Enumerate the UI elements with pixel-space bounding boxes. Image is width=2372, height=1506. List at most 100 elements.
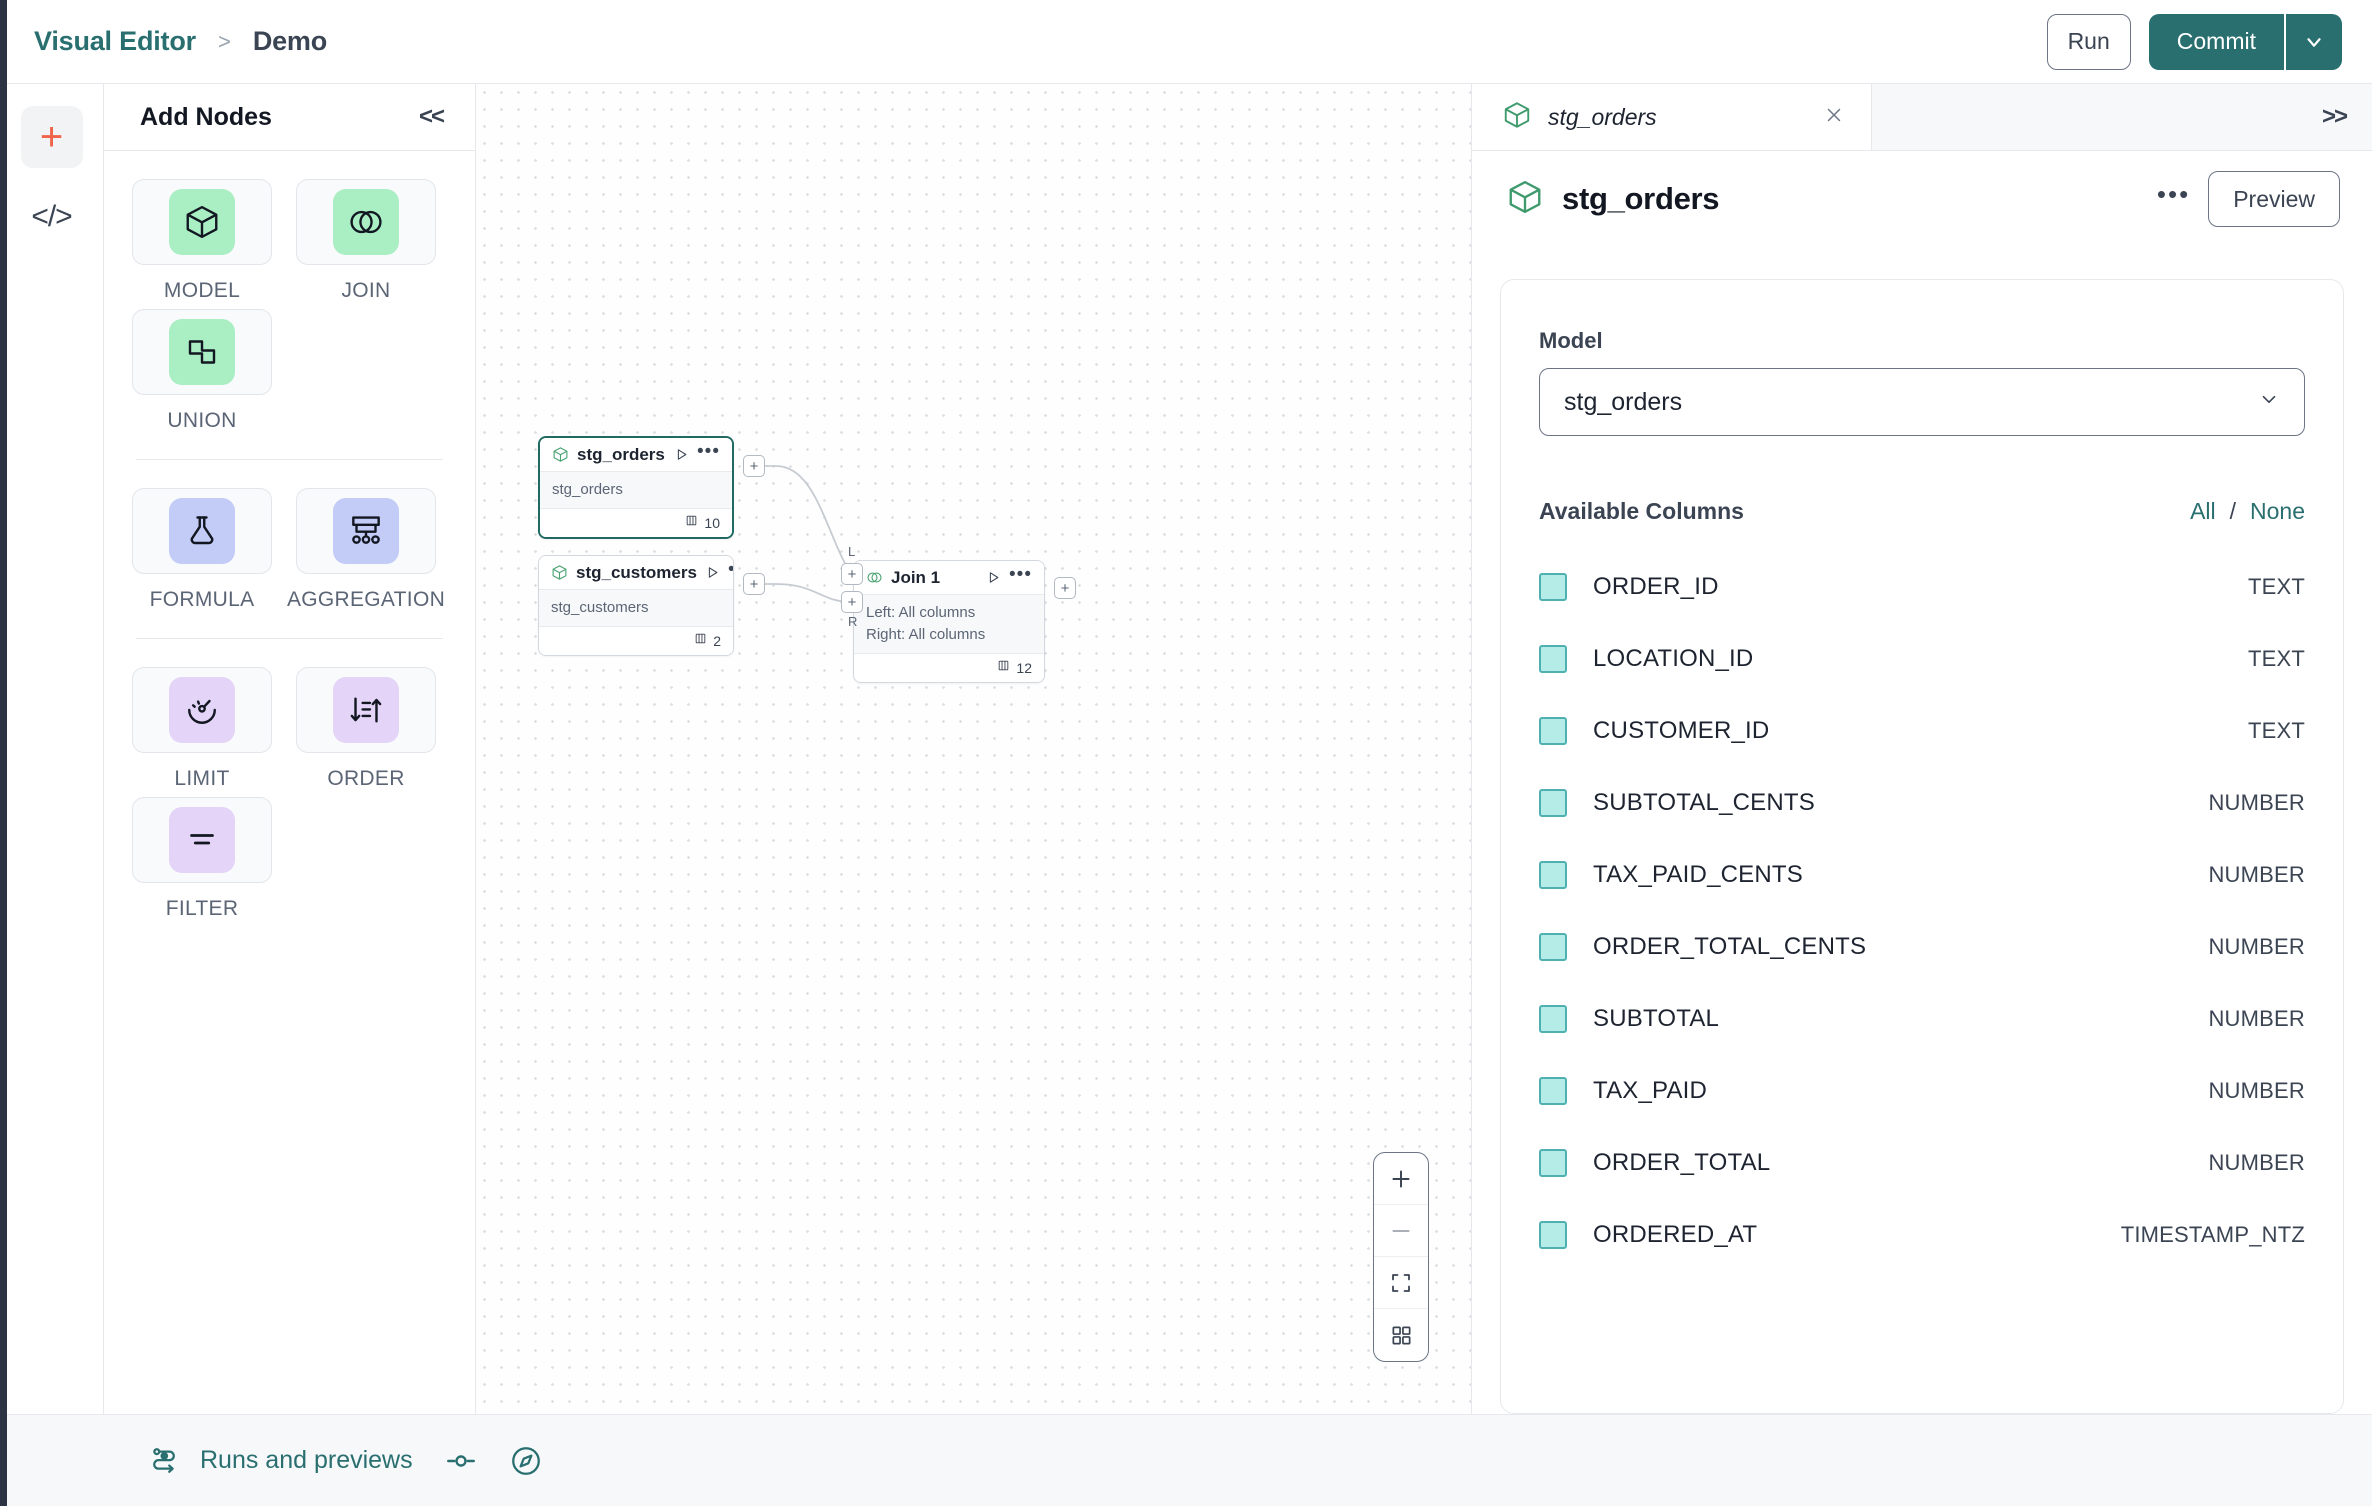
commit-button[interactable]: Commit (2148, 13, 2284, 70)
chevron-down-icon[interactable] (2284, 13, 2342, 70)
node-output-port-stg-orders[interactable]: + (743, 455, 765, 477)
minimap-icon[interactable] (1374, 1309, 1428, 1361)
cube-icon (552, 446, 569, 463)
select-none-link[interactable]: None (2250, 498, 2305, 524)
play-icon[interactable] (674, 447, 689, 462)
node-tile-filter[interactable] (132, 797, 272, 883)
play-icon[interactable] (986, 570, 1001, 585)
node-tile-aggregation[interactable] (296, 488, 436, 574)
canvas-node-stg-customers[interactable]: stg_customers ••• stg_customers 2 (538, 555, 734, 656)
preview-button[interactable]: Preview (2208, 171, 2340, 227)
canvas-node-join-1[interactable]: Join 1 ••• Left: All columns Right: All … (853, 560, 1045, 683)
column-row[interactable]: LOCATION_ID TEXT (1539, 623, 2305, 695)
columns-icon (685, 514, 698, 532)
column-row[interactable]: SUBTOTAL NUMBER (1539, 983, 2305, 1055)
nodes-divider-2 (136, 638, 443, 639)
column-checkbox[interactable] (1539, 573, 1567, 601)
ellipsis-icon[interactable]: ••• (728, 560, 733, 581)
run-button[interactable]: Run (2046, 13, 2131, 70)
column-row[interactable]: TAX_PAID_CENTS NUMBER (1539, 839, 2305, 911)
column-row[interactable]: TAX_PAID NUMBER (1539, 1055, 2305, 1127)
nodes-divider-1 (136, 459, 443, 460)
sort-icon (333, 677, 399, 743)
ellipsis-icon[interactable]: ••• (2156, 179, 2191, 209)
model-select[interactable]: stg_orders (1539, 368, 2305, 436)
column-checkbox[interactable] (1539, 1149, 1567, 1177)
node-item-limit[interactable]: LIMIT (132, 667, 272, 791)
canvas-node-stg-orders[interactable]: stg_orders ••• stg_orders 10 (538, 436, 734, 539)
aggregation-icon (333, 498, 399, 564)
column-type: NUMBER (2208, 1006, 2305, 1031)
column-checkbox[interactable] (1539, 1221, 1567, 1249)
limit-icon (169, 677, 235, 743)
node-tile-limit[interactable] (132, 667, 272, 753)
column-row[interactable]: SUBTOTAL_CENTS NUMBER (1539, 767, 2305, 839)
column-checkbox[interactable] (1539, 1077, 1567, 1105)
column-checkbox[interactable] (1539, 861, 1567, 889)
node-item-filter[interactable]: FILTER (132, 797, 272, 921)
join-right-input-port[interactable]: + (841, 591, 863, 613)
canvas-node-subtitle: stg_customers (551, 599, 649, 616)
fit-view-icon[interactable] (1374, 1257, 1428, 1309)
node-item-formula[interactable]: FORMULA (132, 488, 272, 612)
compass-icon[interactable] (509, 1444, 543, 1478)
node-group-3-row-1: LIMIT ORDER (132, 667, 447, 791)
node-item-model[interactable]: MODEL (132, 179, 272, 303)
zoom-in-icon[interactable] (1374, 1153, 1428, 1205)
expand-panel-icon[interactable]: >> (2321, 103, 2348, 130)
node-tile-model[interactable] (132, 179, 272, 265)
breadcrumb-demo[interactable]: Demo (252, 26, 328, 56)
node-tile-order[interactable] (296, 667, 436, 753)
node-tile-join[interactable] (296, 179, 436, 265)
window-left-edge (0, 0, 7, 1506)
canvas-node-header: Join 1 ••• (854, 561, 1044, 595)
column-row[interactable]: CUSTOMER_ID TEXT (1539, 695, 2305, 767)
join-left-input-port[interactable]: + (841, 563, 863, 585)
close-icon[interactable] (1823, 104, 1845, 131)
column-row[interactable]: ORDER_ID TEXT (1539, 551, 2305, 623)
canvas-node-subtitle: stg_orders (552, 481, 623, 498)
node-tile-union[interactable] (132, 309, 272, 395)
column-name: CUSTOMER_ID (1593, 717, 1770, 744)
column-type: NUMBER (2208, 934, 2305, 959)
column-checkbox[interactable] (1539, 1005, 1567, 1033)
node-item-aggregation[interactable]: AGGREGATION (287, 488, 445, 612)
column-row[interactable]: ORDER_TOTAL NUMBER (1539, 1127, 2305, 1199)
canvas-node-column-count: 10 (704, 514, 720, 531)
column-row[interactable]: ORDER_TOTAL_CENTS NUMBER (1539, 911, 2305, 983)
select-all-link[interactable]: All (2190, 498, 2216, 524)
node-label-model: MODEL (163, 279, 241, 302)
column-row[interactable]: ORDERED_AT TIMESTAMP_NTZ (1539, 1199, 2305, 1271)
column-type: TIMESTAMP_NTZ (2120, 1222, 2305, 1247)
collapse-panel-icon[interactable]: << (418, 103, 445, 130)
node-group-3-row-2: FILTER (132, 797, 447, 921)
runs-and-previews-button[interactable]: Runs and previews (148, 1444, 413, 1478)
play-icon[interactable] (705, 565, 720, 580)
column-type: TEXT (2247, 718, 2305, 743)
join-output-port[interactable]: + (1054, 577, 1076, 599)
node-item-join[interactable]: JOIN (296, 179, 436, 303)
node-output-port-stg-customers[interactable]: + (743, 573, 765, 595)
breadcrumb-visual-editor[interactable]: Visual Editor (34, 26, 196, 56)
zoom-out-icon[interactable] (1374, 1205, 1428, 1257)
code-icon[interactable]: </> (21, 186, 83, 248)
edge-connections (754, 465, 852, 603)
canvas-node-header: stg_orders ••• (540, 438, 732, 472)
node-item-union[interactable]: UNION (132, 309, 272, 433)
canvas-node-body: Left: All columns Right: All columns (854, 595, 1044, 654)
column-checkbox[interactable] (1539, 645, 1567, 673)
plus-icon[interactable]: + (20, 106, 83, 168)
node-item-order[interactable]: ORDER (296, 667, 436, 791)
toggle-icon[interactable] (443, 1443, 479, 1479)
column-checkbox[interactable] (1539, 789, 1567, 817)
node-tile-formula[interactable] (132, 488, 272, 574)
join-left-port-label: L (848, 544, 856, 559)
column-checkbox[interactable] (1539, 933, 1567, 961)
column-name: TAX_PAID (1593, 1077, 1708, 1104)
ellipsis-icon[interactable]: ••• (697, 440, 720, 462)
ellipsis-icon[interactable]: ••• (1009, 563, 1032, 585)
breadcrumb-separator: > (217, 28, 231, 54)
tab-stg-orders[interactable]: stg_orders (1472, 84, 1872, 150)
column-checkbox[interactable] (1539, 717, 1567, 745)
flow-canvas[interactable]: stg_orders ••• stg_orders 10 + (476, 84, 1472, 1414)
